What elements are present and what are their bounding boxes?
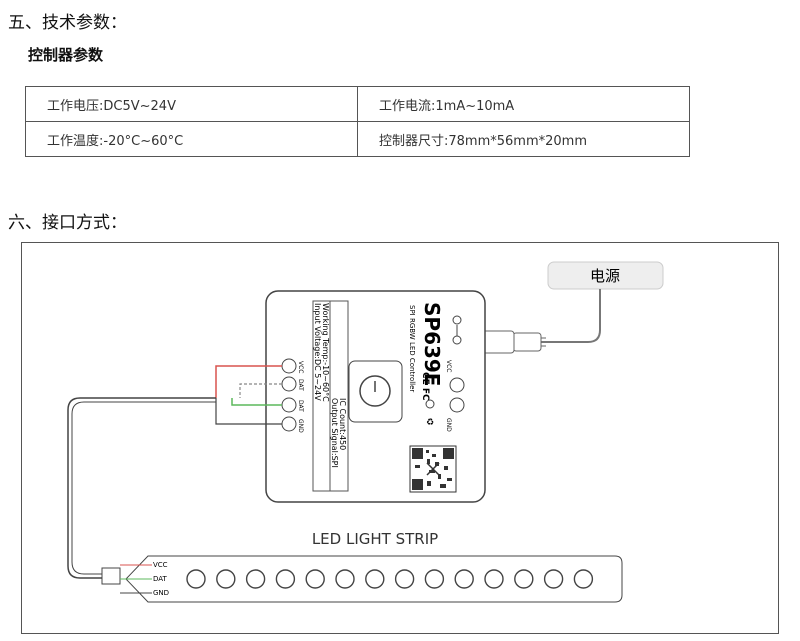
strip-pin-dat: DAT (153, 575, 168, 583)
wire-vcc-red (215, 365, 282, 398)
recycle-icon: ♻ (426, 418, 434, 428)
strip-cable (67, 397, 216, 579)
led-5 (305, 569, 325, 589)
wire-dat-green (231, 398, 282, 406)
led-8 (394, 569, 415, 589)
strip-label: LED LIGHT STRIP (312, 530, 438, 548)
led-13 (543, 569, 564, 589)
spec-size: 控制器尺寸:78mm*56mm*20mm (357, 121, 690, 157)
cable-connector (101, 567, 121, 585)
power-cable (540, 289, 601, 343)
port-label-gnd-in: GND (445, 418, 452, 432)
strip-pin-gnd: GND (153, 589, 169, 597)
spec-output-signal: Output Signal:SPI (330, 398, 339, 468)
dc-plug-body (512, 332, 542, 352)
power-label: 电源 (590, 267, 620, 285)
port-label-dat: DAT (297, 400, 304, 412)
strip-cable-inner (71, 401, 216, 575)
led-4 (275, 569, 296, 589)
port-dat-2 (281, 397, 297, 413)
controller-subtitle: SPI RGBW LED Controller (408, 305, 416, 392)
spec-voltage: 工作电压:DC5V~24V (25, 86, 358, 122)
qr-code (409, 445, 457, 493)
port-gnd-out (281, 416, 297, 432)
spec-input-voltage: Input Voltage:DC 5~24V (313, 303, 322, 401)
led-6 (335, 569, 355, 589)
wire-gnd (215, 398, 282, 425)
port-vcc-in (449, 377, 465, 393)
rohs-icon (425, 399, 435, 409)
led-9 (424, 569, 445, 589)
led-row (186, 569, 594, 589)
port-label-dat: DAT (297, 379, 304, 391)
section-5-heading: 五、技术参数： (8, 13, 127, 33)
led-2 (216, 569, 236, 589)
led-12 (514, 569, 534, 589)
port-gnd-in (449, 397, 465, 413)
spec-working-temp: Working Temp:-10~60°C (321, 303, 330, 402)
wire-dat-gray (239, 383, 282, 398)
spec-temperature: 工作温度:-20°C~60°C (25, 121, 358, 157)
wiring-diagram-frame (21, 242, 779, 634)
led-10 (454, 569, 474, 589)
table-row: 工作温度:-20°C~60°C 控制器尺寸:78mm*56mm*20mm (25, 121, 690, 157)
port-label-gnd: GND (297, 419, 304, 433)
port-vcc-out (281, 358, 297, 374)
controller-params-heading: 控制器参数 (28, 46, 104, 64)
port-label-vcc-in: VCC (445, 360, 452, 372)
dc-polarity-icon (452, 315, 462, 325)
dc-plug (480, 330, 515, 354)
spec-ic-count: IC Count:450 (338, 398, 347, 450)
led-1 (186, 569, 206, 589)
port-dat-1 (281, 376, 297, 392)
section-6-heading: 六、接口方式： (8, 213, 127, 233)
strip-pin-vcc: VCC (153, 561, 168, 569)
controller-model: SP639E (420, 302, 444, 386)
port-label-vcc: VCC (297, 361, 304, 373)
power-icon (359, 375, 391, 407)
power-label-box (547, 261, 664, 290)
led-3 (245, 569, 266, 589)
spec-table: 工作电压:DC5V~24V 工作电流:1mA~10mA 工作温度:-20°C~6… (25, 86, 690, 157)
cert-marks: CE FC (420, 372, 430, 401)
led-14 (573, 569, 594, 589)
led-7 (365, 569, 385, 589)
led-11 (484, 569, 504, 589)
